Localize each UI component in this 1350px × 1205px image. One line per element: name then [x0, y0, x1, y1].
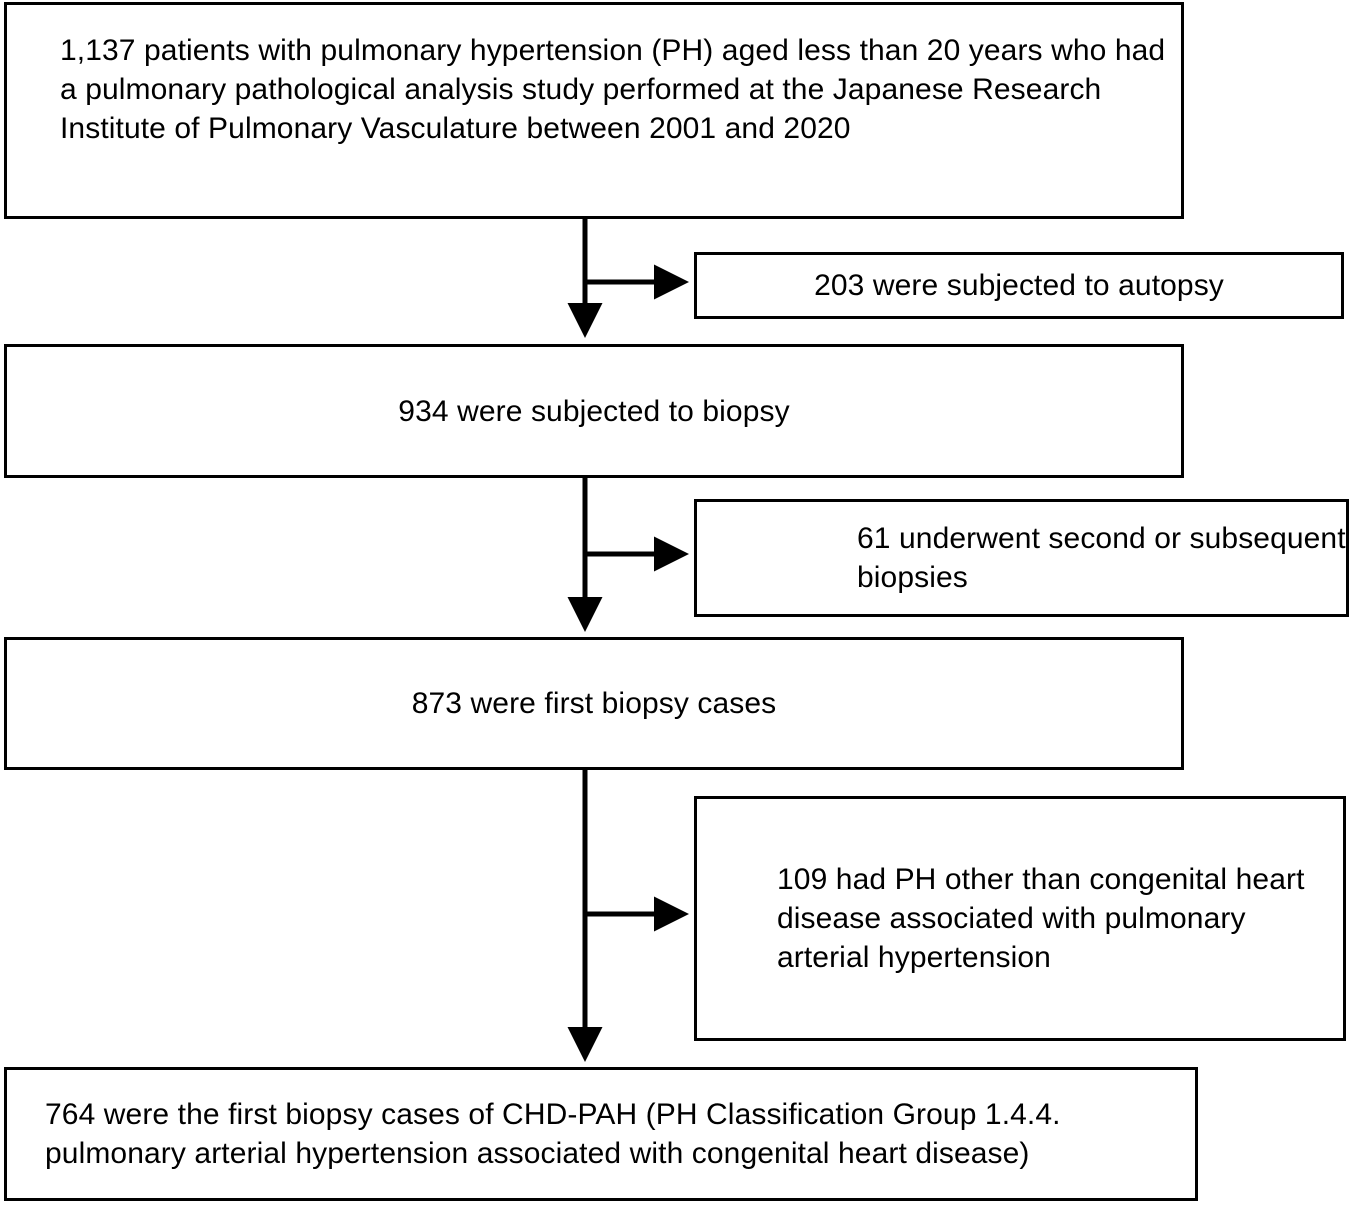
node-first-biopsy-cases-text: 873 were first biopsy cases	[411, 687, 777, 720]
node-autopsy-excluded: 203 were subjected to autopsy	[694, 252, 1344, 319]
node-repeat-biopsy-excluded-text: 61 underwent second or subsequent biopsi…	[857, 522, 1346, 594]
node-biopsy: 934 were subjected to biopsy	[4, 344, 1184, 478]
node-autopsy-excluded-text: 203 were subjected to autopsy	[814, 269, 1224, 302]
node-enrolled-cohort-text: 1,137 patients with pulmonary hypertensi…	[60, 34, 1174, 145]
node-other-ph-excluded-text: 109 had PH other than congenital heart d…	[777, 863, 1313, 974]
node-repeat-biopsy-excluded: 61 underwent second or subsequent biopsi…	[694, 499, 1349, 617]
node-biopsy-text: 934 were subjected to biopsy	[398, 394, 790, 428]
node-chd-pah-cohort: 764 were the first biopsy cases of CHD-P…	[4, 1067, 1198, 1201]
node-enrolled-cohort: 1,137 patients with pulmonary hypertensi…	[4, 2, 1184, 219]
node-chd-pah-cohort-text: 764 were the first biopsy cases of CHD-P…	[45, 1098, 1070, 1170]
node-other-ph-excluded: 109 had PH other than congenital heart d…	[694, 796, 1346, 1041]
node-first-biopsy-cases: 873 were first biopsy cases	[4, 637, 1184, 770]
